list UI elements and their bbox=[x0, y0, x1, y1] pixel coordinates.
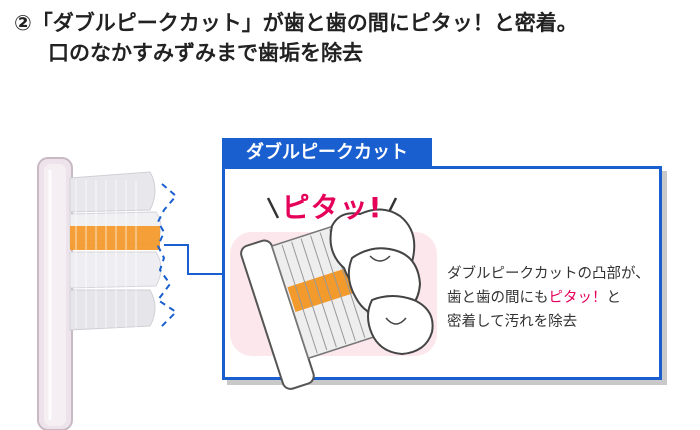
pitatt-exclamation: ピタッ! bbox=[281, 191, 383, 224]
orange-bristle-row bbox=[70, 226, 160, 250]
callout-description: ダブルピークカットの凸部が、 歯と歯の間にもピタッ！と 密着して汚れを除去 bbox=[447, 262, 657, 334]
callout-title: ダブルピークカット bbox=[222, 138, 432, 168]
double-peak-outline bbox=[156, 183, 178, 327]
desc-line-2-post: と bbox=[606, 290, 622, 306]
headline: ②「ダブルピークカット」が歯と歯の間にピタッ！と密着。 口のなかすみずみまで歯垢… bbox=[14, 8, 694, 68]
headline-line2: 口のなかすみずみまで歯垢を除去 bbox=[48, 41, 363, 65]
connector-line bbox=[164, 244, 222, 275]
headline-line1: ②「ダブルピークカット」が歯と歯の間にピタッ！と密着。 bbox=[14, 11, 578, 35]
bristles bbox=[69, 171, 162, 331]
desc-line-3: 密着して汚れを除去 bbox=[447, 314, 578, 330]
desc-line-1: ダブルピークカットの凸部が、 bbox=[447, 266, 650, 282]
desc-line-2: 歯と歯の間にもピタッ！と bbox=[447, 286, 657, 310]
desc-highlight: ピタッ！ bbox=[548, 290, 607, 306]
desc-line-2-pre: 歯と歯の間にも bbox=[447, 290, 549, 306]
toothbrush-head bbox=[37, 157, 73, 430]
